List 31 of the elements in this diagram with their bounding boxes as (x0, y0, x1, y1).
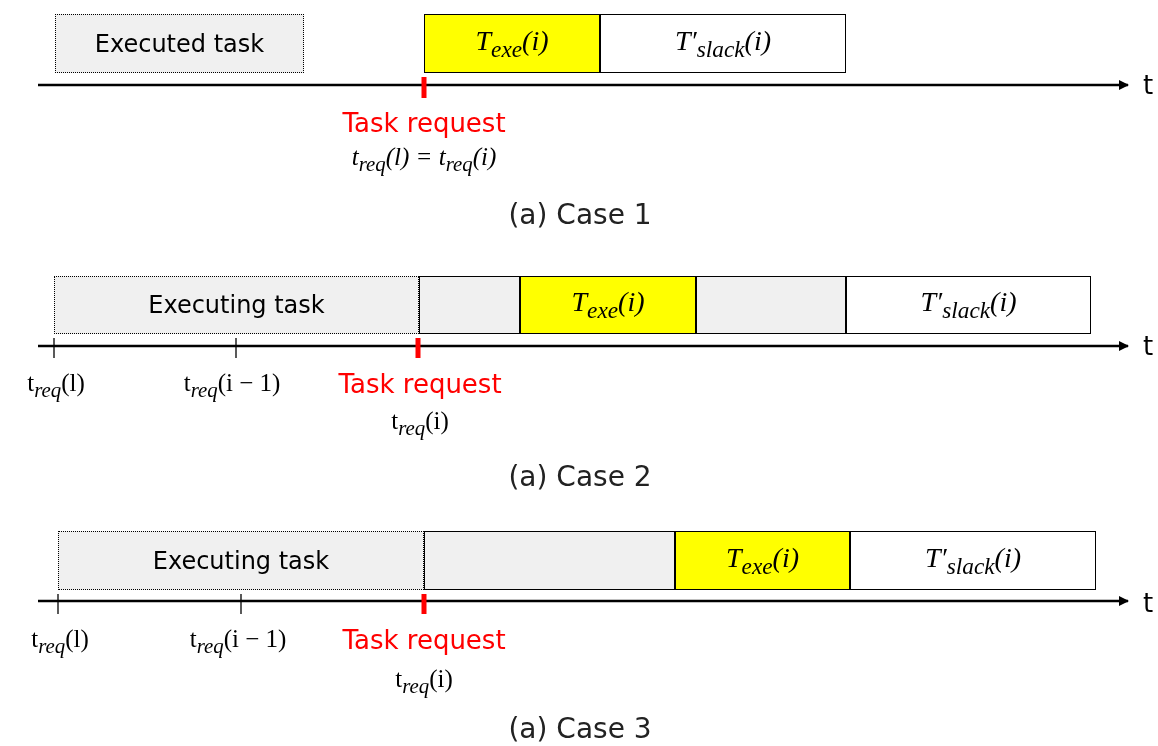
task-box: Executed task (55, 14, 304, 73)
event-label: Task request (342, 625, 506, 655)
time-formula: t$_{req}$(i) (395, 665, 453, 699)
time-interval-box (675, 531, 850, 590)
time-formula: t$_{req}$(i − 1) (189, 625, 287, 659)
time-formula: t$_{req}$(l) (31, 625, 89, 659)
interval-label: T$_{exe}$(i) (725, 541, 800, 580)
time-interval-box (850, 531, 1096, 590)
interval-label: T′$_{slack}$(i) (674, 24, 772, 63)
axis-label: t (1142, 70, 1154, 100)
axis-label: t (1142, 588, 1154, 618)
interval-label: T′$_{slack}$(i) (920, 286, 1017, 324)
time-interval-box (846, 276, 1091, 334)
time-formula: t$_{req}$(l) = t$_{req}$(i) (351, 143, 497, 177)
interval-label: T$_{exe}$(i) (571, 286, 645, 324)
caption: (a) Case 1 (508, 198, 652, 231)
task-box: Executing task (54, 276, 419, 334)
interval-label: T′$_{slack}$(i) (924, 541, 1022, 580)
time-interval-box (424, 14, 600, 73)
time-formula: t$_{req}$(i) (391, 407, 449, 441)
time-formula: t$_{req}$(i − 1) (183, 369, 281, 403)
time-interval-box (520, 276, 696, 334)
task-box: Executing task (58, 531, 424, 590)
event-label: Task request (338, 369, 502, 399)
caption: (a) Case 2 (508, 460, 652, 493)
event-label: Task request (342, 108, 506, 138)
caption: (a) Case 3 (508, 712, 652, 745)
time-interval-box (600, 14, 846, 73)
axis-label: t (1142, 331, 1154, 361)
time-formula: t$_{req}$(l) (27, 369, 85, 403)
interval-label: T$_{exe}$(i) (475, 24, 549, 63)
